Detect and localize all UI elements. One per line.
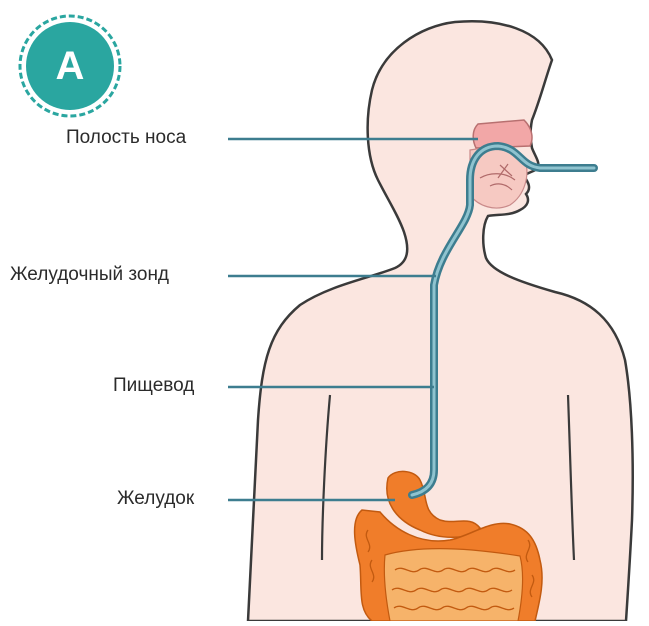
badge-letter: A [20, 16, 120, 116]
label-nasal-cavity: Полость носа [66, 127, 186, 149]
label-gastric-tube: Желудочный зонд [10, 264, 169, 286]
label-esophagus: Пищевод [113, 375, 194, 397]
label-stomach: Желудок [117, 488, 194, 510]
small-intestine [384, 549, 522, 621]
